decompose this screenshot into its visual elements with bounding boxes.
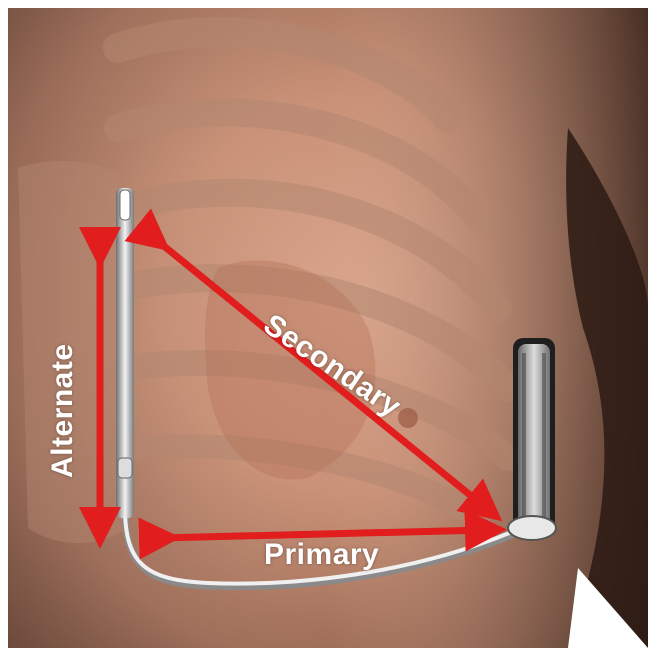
alternate-label: Alternate bbox=[46, 343, 80, 478]
subcutaneous-lead-icon bbox=[116, 188, 134, 518]
chest-illustration: Alternate Secondary Primary bbox=[8, 8, 648, 648]
nipple bbox=[398, 408, 418, 428]
pulse-generator-icon bbox=[508, 338, 556, 540]
primary-label: Primary bbox=[264, 538, 379, 572]
